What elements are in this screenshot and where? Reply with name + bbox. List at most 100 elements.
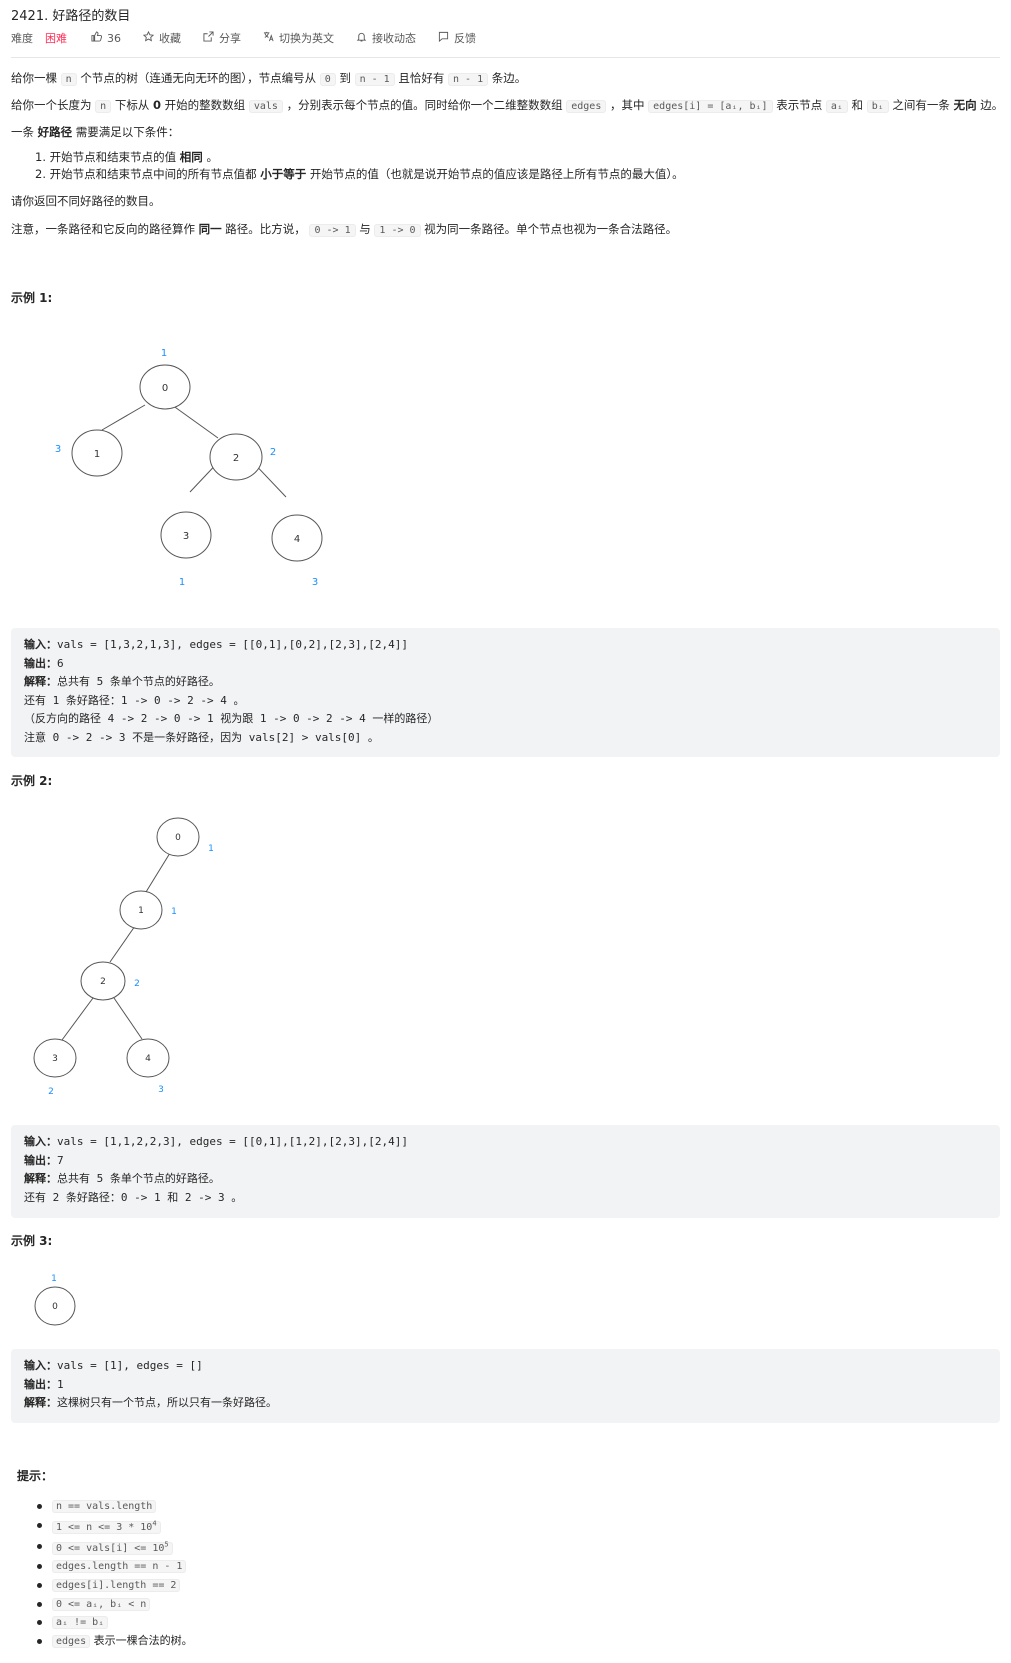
text: 。 [202, 150, 218, 164]
input-label: 输入： [24, 1135, 57, 1148]
share-button[interactable]: 分享 [203, 30, 241, 46]
text: 和 [847, 98, 867, 112]
edge [101, 404, 146, 431]
text: 边。 [976, 98, 1004, 112]
output-value: 7 [57, 1153, 64, 1167]
tip-item: 0 <= vals[i] <= 105 [37, 1537, 193, 1558]
node-value-label: 1 [179, 577, 185, 588]
text: ，分别表示每个节点的值。同时给你一个二维整数数组 [282, 98, 567, 112]
example-3-heading: 示例 3: [11, 1234, 53, 1248]
code-edges-i: edges[i] = [aᵢ, bᵢ] [648, 100, 773, 113]
tip-code: edges.length == n - 1 [52, 1560, 187, 1574]
desc-paragraph-2: 给你一个长度为 n 下标从 0 开始的整数数组 vals ，分别表示每个节点的值… [11, 96, 1003, 116]
tip-code: edges [52, 1634, 91, 1648]
output-label: 输出： [24, 1153, 57, 1167]
bold-undirected: 无向 [953, 98, 977, 112]
text: 1. 开始节点和结束节点的值 [35, 150, 180, 164]
desc-paragraph-3: 一条 好路径 需要满足以下条件： [11, 123, 179, 141]
node-value-label: 2 [48, 1087, 54, 1097]
text: 路径。比方说， [221, 222, 310, 236]
problem-title: 2421. 好路径的数目 [11, 9, 131, 24]
tip-item: edges.length == n - 1 [37, 1557, 193, 1576]
bold-good-path: 好路径 [37, 125, 73, 139]
feedback-icon [438, 31, 449, 45]
text: ，其中 [606, 98, 649, 112]
edge [61, 997, 94, 1041]
node-label: 0 [52, 1302, 58, 1312]
tip-exponent: 5 [164, 1540, 169, 1549]
code-edges: edges [566, 100, 607, 113]
node-label: 4 [294, 534, 300, 545]
explain-line: 还有 2 条好路径：0 -> 1 和 2 -> 3 。 [24, 1190, 243, 1204]
text: 下标从 [111, 98, 153, 112]
text: 需要满足以下条件： [72, 125, 180, 139]
node-value-label: 2 [134, 979, 140, 989]
subscribe-button[interactable]: 接收动态 [356, 30, 416, 46]
example-2-heading: 示例 2: [11, 774, 53, 788]
tip-item: edges[i].length == 2 [37, 1576, 193, 1595]
node-value-label: 3 [55, 444, 61, 455]
node-value-label: 2 [270, 447, 276, 458]
like-count: 36 [107, 31, 121, 45]
example-3-code-block: 输入：vals = [1], edges = [] 输出：1 解释：这棵树只有一… [11, 1349, 1000, 1423]
code-vals: vals [248, 100, 283, 113]
feedback-button[interactable]: 反馈 [438, 30, 476, 46]
code-n: n [60, 73, 77, 86]
tip-code: aᵢ != bᵢ [52, 1616, 109, 1630]
tips-list: n == vals.length 1 <= n <= 3 * 104 0 <= … [37, 1497, 193, 1651]
switch-language-button[interactable]: 切换为英文 [263, 30, 334, 46]
tip-code-text: 0 <= vals[i] <= 10 [56, 1542, 165, 1554]
text: 表示节点 [772, 98, 826, 112]
favorite-button[interactable]: 收藏 [142, 30, 181, 46]
text: 一条 [11, 125, 38, 139]
output-label: 输出： [24, 656, 57, 670]
condition-2: 2. 开始节点和结束节点中间的所有节点值都 小于等于 开始节点的值（也就是说开始… [35, 165, 684, 183]
node-value-label: 3 [312, 577, 318, 588]
divider [11, 57, 1000, 58]
node-value-label: 1 [51, 1274, 57, 1284]
tip-item: aᵢ != bᵢ [37, 1613, 193, 1632]
text: 到 [335, 71, 355, 85]
example-1-code-block: 输入：vals = [1,3,2,1,3], edges = [[0,1],[0… [11, 628, 1000, 757]
desc-paragraph-5: 注意，一条路径和它反向的路径算作 同一 路径。比方说， 0 -> 1 与 1 -… [11, 220, 677, 240]
desc-paragraph-4: 请你返回不同好路径的数目。 [11, 194, 161, 208]
like-button[interactable]: 36 [91, 31, 121, 45]
explain-line: 这棵树只有一个节点，所以只有一条好路径。 [57, 1396, 277, 1409]
edge [109, 925, 136, 963]
output-label: 输出： [24, 1377, 57, 1391]
star-icon [142, 30, 155, 45]
translate-icon [263, 31, 274, 45]
tip-item: edges 表示一棵合法的树。 [37, 1632, 193, 1651]
text: 开始节点的值（也就是说开始节点的值应该是路径上所有节点的最大值）。 [306, 167, 684, 181]
output-value: 6 [57, 656, 64, 670]
tip-code: 0 <= vals[i] <= 105 [52, 1540, 173, 1555]
node-label: 4 [145, 1054, 151, 1064]
tree-node [71, 429, 123, 477]
explain-label: 解释： [24, 675, 57, 688]
node-label: 0 [162, 383, 168, 394]
example-1-heading: 示例 1: [11, 291, 53, 305]
tip-code: edges[i].length == 2 [52, 1579, 181, 1593]
node-label: 0 [175, 833, 181, 843]
code-bi: bᵢ [866, 100, 889, 113]
tip-code: n == vals.length [52, 1500, 157, 1513]
node-label: 3 [52, 1054, 58, 1064]
code-n: n [95, 100, 112, 113]
tip-item: 1 <= n <= 3 * 104 [37, 1516, 193, 1537]
difficulty-label: 难度 [11, 32, 33, 45]
tip-code: 0 <= aᵢ, bᵢ < n [52, 1597, 151, 1611]
thumbs-up-icon [91, 31, 103, 45]
text: 视为同一条路径。单个节点也视为一条合法路径。 [420, 222, 678, 236]
input-label: 输入： [24, 638, 57, 651]
node-label: 3 [183, 531, 189, 542]
problem-meta-bar: 难度 困难 36 收藏 分享 切换为英文 [11, 29, 498, 47]
bold-zero: 0 [153, 98, 162, 112]
code-path: 1 -> 0 [374, 224, 421, 237]
tree-node [139, 364, 191, 410]
text: 开始的整数数组 [161, 98, 249, 112]
bold-same-path: 同一 [198, 222, 222, 236]
feedback-label: 反馈 [454, 32, 476, 45]
edge [145, 852, 171, 893]
tree-node [33, 1038, 77, 1078]
